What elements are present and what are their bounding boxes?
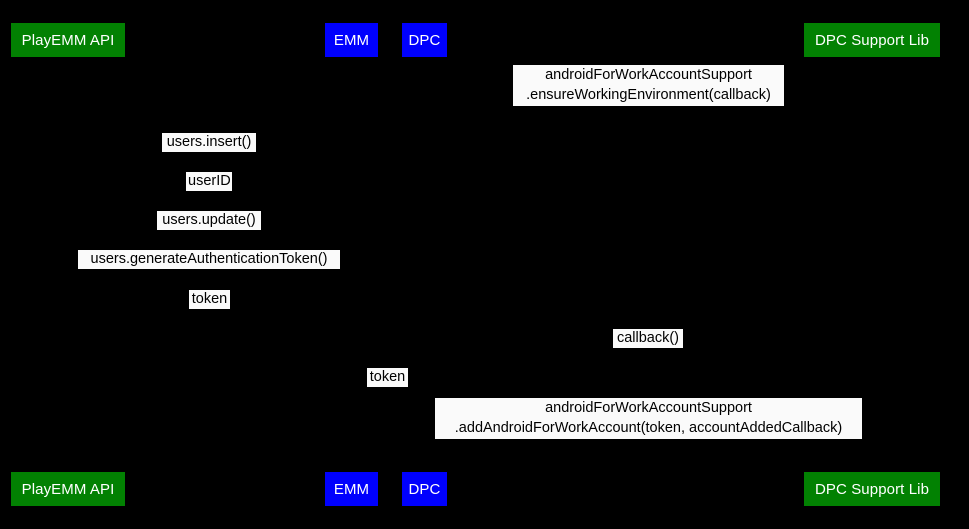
message-token-to-emm[interactable]: token [189, 290, 230, 309]
message-users-update[interactable]: users.update() [157, 211, 261, 230]
lifeline-footer-dpc-support-lib-label: DPC Support Lib [814, 480, 930, 498]
lifeline-footer-playemm-api[interactable]: PlayEMM API [11, 472, 125, 506]
message-users-insert[interactable]: users.insert() [162, 133, 256, 152]
message-token-to-dpc[interactable]: token [367, 368, 408, 387]
lifeline-header-playemm-api[interactable]: PlayEMM API [11, 23, 125, 57]
lifeline-header-dpc-support-lib[interactable]: DPC Support Lib [804, 23, 940, 57]
lifeline-header-dpc[interactable]: DPC [402, 23, 447, 57]
lifeline-header-playemm-api-label: PlayEMM API [21, 31, 115, 49]
message-users-generate-authentication-token[interactable]: users.generateAuthenticationToken() [78, 250, 340, 269]
message-add-android-for-work-account[interactable]: androidForWorkAccountSupport .addAndroid… [435, 398, 862, 439]
lifeline-footer-dpc-label: DPC [408, 480, 441, 498]
message-callback[interactable]: callback() [613, 329, 683, 348]
lifeline-footer-emm[interactable]: EMM [325, 472, 378, 506]
lifeline-header-dpc-label: DPC [408, 31, 441, 49]
lifeline-header-emm-label: EMM [333, 31, 370, 49]
lifeline-header-emm[interactable]: EMM [325, 23, 378, 57]
lifeline-footer-dpc[interactable]: DPC [402, 472, 447, 506]
lifeline-footer-dpc-support-lib[interactable]: DPC Support Lib [804, 472, 940, 506]
lifeline-footer-playemm-api-label: PlayEMM API [21, 480, 115, 498]
lifeline-footer-emm-label: EMM [333, 480, 370, 498]
lifeline-header-dpc-support-lib-label: DPC Support Lib [814, 31, 930, 49]
message-ensure-working-environment[interactable]: androidForWorkAccountSupport .ensureWork… [513, 65, 784, 106]
message-user-id[interactable]: userID [186, 172, 232, 191]
